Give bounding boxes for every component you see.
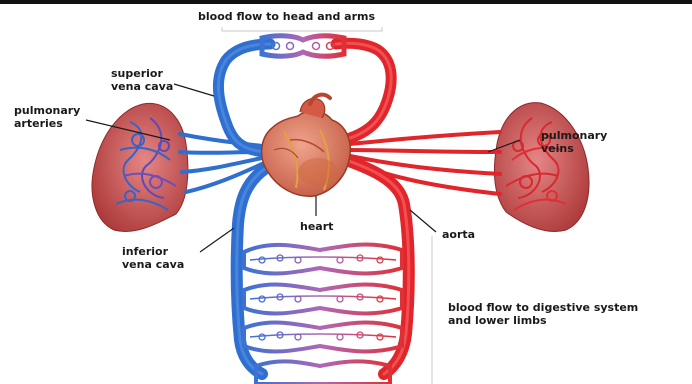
heart-organ [262, 95, 351, 197]
pulmonary-arteries-label-line2: arteries [14, 117, 63, 130]
head-bracket [222, 27, 382, 31]
head-arms-label: blood flow to head and arms [198, 10, 375, 23]
inferior-vena-cava-label-line2: vena cava [122, 258, 184, 271]
inferior-vena-cava-label-line1: inferior [122, 245, 168, 258]
superior-vena-cava-label-line2: vena cava [111, 80, 173, 93]
superior-vena-cava-label-line1: superior [111, 67, 163, 80]
pulmonary-veins-label-line1: pulmonary [541, 129, 607, 142]
lower-capillary-loops [244, 245, 402, 384]
pulmonary-veins-label-line2: veins [541, 142, 574, 155]
aorta-upper-vessel [336, 43, 391, 140]
head-capillary-bed [262, 36, 344, 56]
pulmonary-arteries-label-line1: pulmonary [14, 104, 80, 117]
pulmonary-veins-vessels [350, 132, 500, 194]
aorta-label: aorta [442, 228, 475, 241]
right-lung [494, 103, 589, 232]
top-border [0, 0, 692, 4]
digestive-label-line1: blood flow to digestive system [448, 301, 638, 314]
digestive-label-line2: and lower limbs [448, 314, 547, 327]
heart-label: heart [300, 220, 333, 233]
capillary-loop-2 [244, 285, 402, 314]
capillary-loop-3 [244, 323, 402, 352]
left-lung [92, 103, 188, 231]
capillary-loop-4 [256, 361, 390, 384]
capillary-loop-1 [244, 245, 402, 274]
